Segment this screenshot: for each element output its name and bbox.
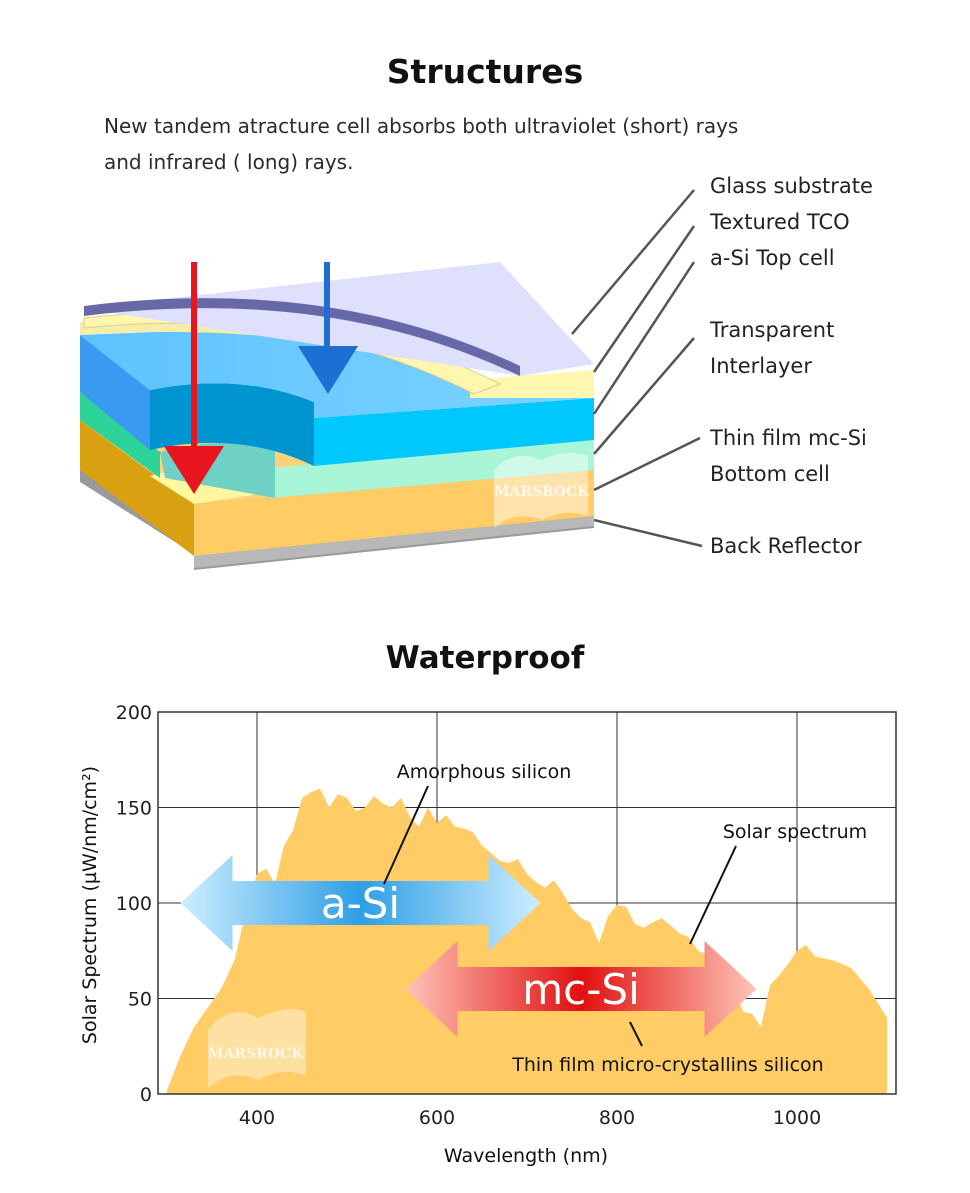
leader-asi bbox=[592, 261, 696, 415]
label-transparent: Transparent bbox=[710, 318, 835, 342]
annotation-solar-spectrum: Solar spectrum bbox=[723, 821, 867, 843]
asi-top-cell-side bbox=[80, 335, 150, 450]
y-axis-label: Solar Spectrum (µW/nm/cm²) bbox=[79, 766, 101, 1044]
leader-mcsi bbox=[593, 436, 701, 492]
leader-tco bbox=[592, 225, 696, 373]
x-tick-400: 400 bbox=[239, 1107, 275, 1129]
label-glass-substrate: Glass substrate bbox=[710, 174, 873, 198]
y-tick-150: 150 bbox=[116, 798, 152, 820]
mcsi-bottom-cell-side bbox=[80, 420, 194, 556]
chart-watermark-text: MARSROCK bbox=[208, 1046, 304, 1062]
y-tick-100: 100 bbox=[116, 893, 152, 915]
leader-interlayer bbox=[593, 337, 695, 455]
label-interlayer: Interlayer bbox=[710, 354, 812, 378]
asi-arrow-shape bbox=[180, 855, 541, 951]
y-tick-200: 200 bbox=[116, 702, 152, 724]
back-reflector-front bbox=[194, 516, 594, 568]
textured-tco-front bbox=[470, 370, 594, 398]
y-tick-50: 50 bbox=[128, 989, 152, 1011]
label-bottom-cell: Bottom cell bbox=[710, 462, 830, 486]
description-line-2: and infrared ( long) rays. bbox=[104, 150, 354, 174]
label-thin-film-mcsi: Thin film mc-Si bbox=[710, 426, 867, 450]
structures-description: New tandem atracture cell absorbs both u… bbox=[104, 108, 884, 180]
x-tick-800: 800 bbox=[599, 1107, 635, 1129]
mcsi-arrow-label: mc-Si bbox=[522, 965, 640, 1014]
leader-solar-spectrum bbox=[689, 845, 737, 945]
annotation-leaders bbox=[383, 785, 737, 1047]
red-arrow-head bbox=[164, 446, 224, 494]
structures-watermark-text: MARSROCK bbox=[494, 484, 590, 500]
leader-reflector bbox=[593, 518, 703, 548]
x-tick-labels: 400 600 800 1000 bbox=[239, 1107, 821, 1129]
red-arrow-shaft bbox=[191, 262, 197, 450]
structures-title: Structures bbox=[386, 52, 584, 91]
mcsi-bottom-cell-front bbox=[194, 470, 594, 556]
blue-arrow-head bbox=[298, 346, 358, 394]
interlayer-side bbox=[80, 392, 160, 478]
annotation-micro-crystalline: Thin film micro-crystallins silicon bbox=[511, 1054, 823, 1076]
mcsi-arrow-shape bbox=[405, 941, 757, 1037]
x-tick-600: 600 bbox=[419, 1107, 455, 1129]
chart-watermark: MARSROCK bbox=[208, 1009, 306, 1088]
description-line-1: New tandem atracture cell absorbs both u… bbox=[104, 114, 739, 138]
label-textured-tco: Textured TCO bbox=[710, 210, 850, 234]
solar-cell-layer-diagram: MARSROCK bbox=[80, 189, 703, 570]
interlayer-front bbox=[270, 438, 594, 498]
x-tick-1000: 1000 bbox=[773, 1107, 821, 1129]
glass-edge-arc bbox=[84, 298, 520, 376]
chart-frame bbox=[157, 711, 897, 1095]
blue-arrow-shaft bbox=[324, 262, 330, 350]
annotation-amorphous-silicon: Amorphous silicon bbox=[397, 761, 572, 783]
asi-top-cell-front bbox=[314, 398, 594, 466]
leader-micro-crystalline bbox=[629, 1021, 643, 1047]
plot-border bbox=[157, 711, 897, 1095]
leader-lines bbox=[571, 189, 703, 548]
leader-amorphous bbox=[383, 785, 429, 885]
waterproof-title: Waterproof bbox=[385, 640, 585, 676]
asi-band-arrow: a-Si bbox=[180, 855, 541, 951]
chart-watermark-shape bbox=[208, 1009, 306, 1088]
structures-watermark-shape bbox=[494, 452, 588, 528]
label-back-reflector: Back Reflector bbox=[710, 534, 862, 558]
y-tick-labels: 0 50 100 150 200 bbox=[116, 702, 152, 1106]
y-tick-0: 0 bbox=[140, 1084, 152, 1106]
label-asi-top-cell: a-Si Top cell bbox=[710, 246, 835, 270]
asi-arrow-label: a-Si bbox=[321, 879, 400, 928]
leader-glass bbox=[571, 189, 695, 335]
x-axis-label: Wavelength (nm) bbox=[444, 1145, 608, 1167]
mcsi-band-arrow: mc-Si bbox=[405, 941, 757, 1037]
